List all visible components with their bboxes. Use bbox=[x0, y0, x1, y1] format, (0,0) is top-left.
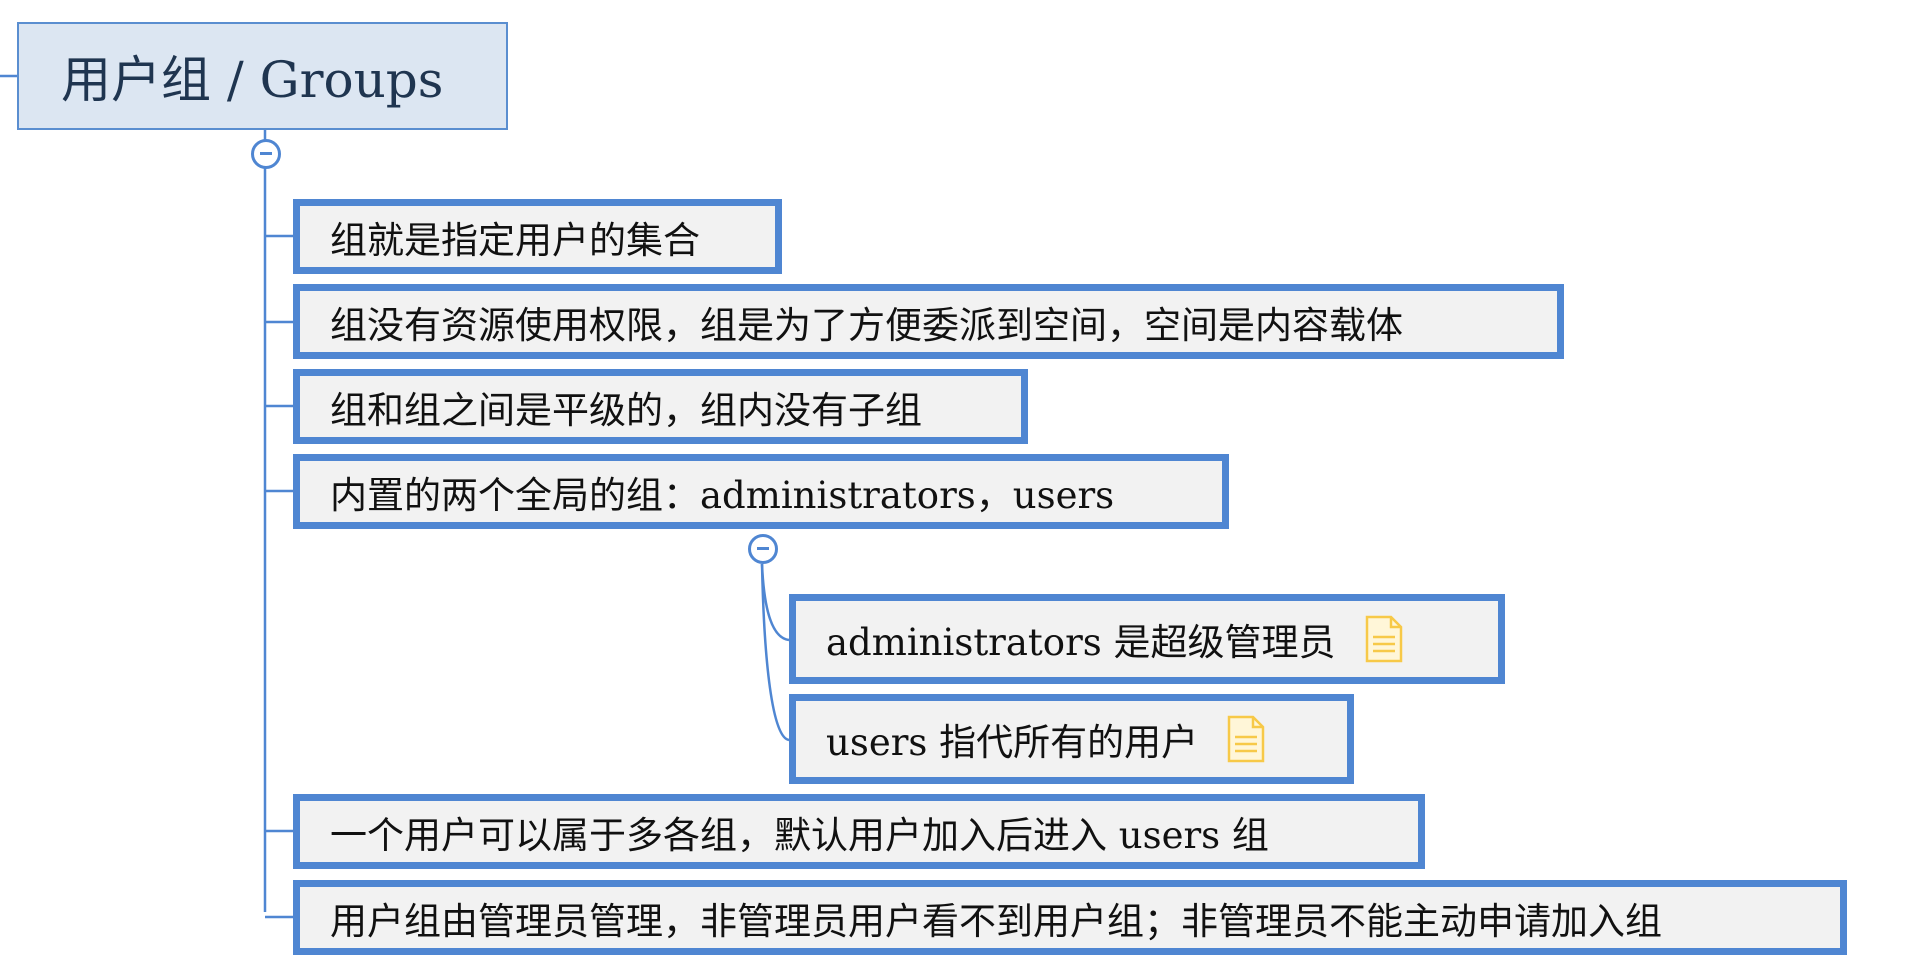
topic-multi-group-membership[interactable]: 一个用户可以属于多各组，默认用户加入后进入 users 组 bbox=[293, 794, 1425, 869]
subtopic-label: users 指代所有的用户 bbox=[826, 721, 1199, 764]
subtopic-users[interactable]: users 指代所有的用户 bbox=[789, 694, 1354, 784]
sub-branch-curve-1 bbox=[760, 563, 790, 642]
topic-group-permissions[interactable]: 组没有资源使用权限，组是为了方便委派到空间，空间是内容载体 bbox=[293, 284, 1564, 359]
topic-label: 组就是指定用户的集合 bbox=[330, 218, 700, 262]
root-topic-label: 用户组 / Groups bbox=[61, 51, 444, 109]
topic-label: 一个用户可以属于多各组，默认用户加入后进入 users 组 bbox=[330, 813, 1269, 857]
collapse-builtin-groups-button[interactable] bbox=[748, 534, 778, 564]
topic-label: 组和组之间是平级的，组内没有子组 bbox=[330, 388, 922, 432]
note-icon[interactable] bbox=[1226, 715, 1266, 763]
topic-label: 组没有资源使用权限，组是为了方便委派到空间，空间是内容载体 bbox=[330, 303, 1403, 347]
collapse-root-button[interactable] bbox=[251, 139, 281, 169]
subtopic-administrators[interactable]: administrators 是超级管理员 bbox=[789, 594, 1505, 684]
topic-group-hierarchy[interactable]: 组和组之间是平级的，组内没有子组 bbox=[293, 369, 1028, 444]
subtopic-label: administrators 是超级管理员 bbox=[826, 621, 1336, 664]
topic-builtin-groups[interactable]: 内置的两个全局的组：administrators，users bbox=[293, 454, 1229, 529]
topic-group-management[interactable]: 用户组由管理员管理，非管理员用户看不到用户组；非管理员不能主动申请加入组 bbox=[293, 880, 1847, 955]
topic-label: 内置的两个全局的组：administrators，users bbox=[330, 473, 1115, 517]
sub-branch-curve-2 bbox=[760, 563, 790, 742]
root-topic[interactable]: 用户组 / Groups bbox=[17, 22, 508, 130]
note-icon[interactable] bbox=[1364, 615, 1404, 663]
topic-group-definition[interactable]: 组就是指定用户的集合 bbox=[293, 199, 782, 274]
topic-label: 用户组由管理员管理，非管理员用户看不到用户组；非管理员不能主动申请加入组 bbox=[330, 899, 1662, 943]
